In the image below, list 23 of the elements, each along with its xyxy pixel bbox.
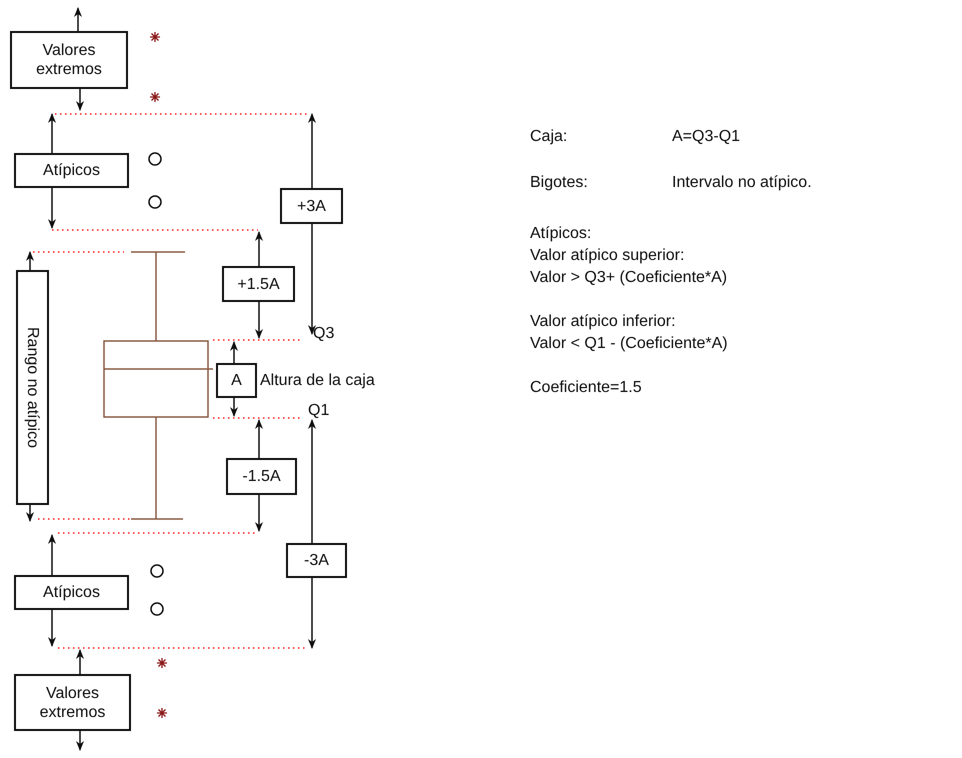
note-text: Coeficiente=1.5 (530, 378, 642, 397)
note-text: Caja: (530, 127, 568, 146)
note-text: Bigotes: (530, 173, 588, 192)
label-box: Valores extremos (14, 674, 131, 731)
note-text: Valor atípico inferior: (530, 312, 676, 331)
note-text: Valor > Q3+ (Coeficiente*A) (530, 268, 728, 287)
label-box: Valores extremos (10, 31, 128, 89)
label-box: A (216, 363, 257, 398)
note-text: Q3 (313, 324, 334, 343)
note-text: Q1 (308, 401, 330, 420)
label-box: Atípicos (14, 575, 129, 610)
label-box: -3A (286, 543, 347, 578)
note-text: Valor < Q1 - (Coeficiente*A) (530, 334, 728, 353)
label-box: Atípicos (14, 153, 129, 188)
label-box: +3A (280, 188, 343, 224)
label-box: -1.5A (226, 458, 297, 495)
node-caption: Altura de la caja (260, 371, 375, 390)
note-text: Valor atípico superior: (530, 246, 684, 265)
label-box: +1.5A (222, 266, 295, 302)
label-box: Rango no atípico (16, 270, 49, 505)
note-text: A=Q3-Q1 (672, 127, 740, 146)
note-text: Intervalo no atípico. (672, 173, 812, 192)
note-text: Atípicos: (530, 224, 592, 243)
